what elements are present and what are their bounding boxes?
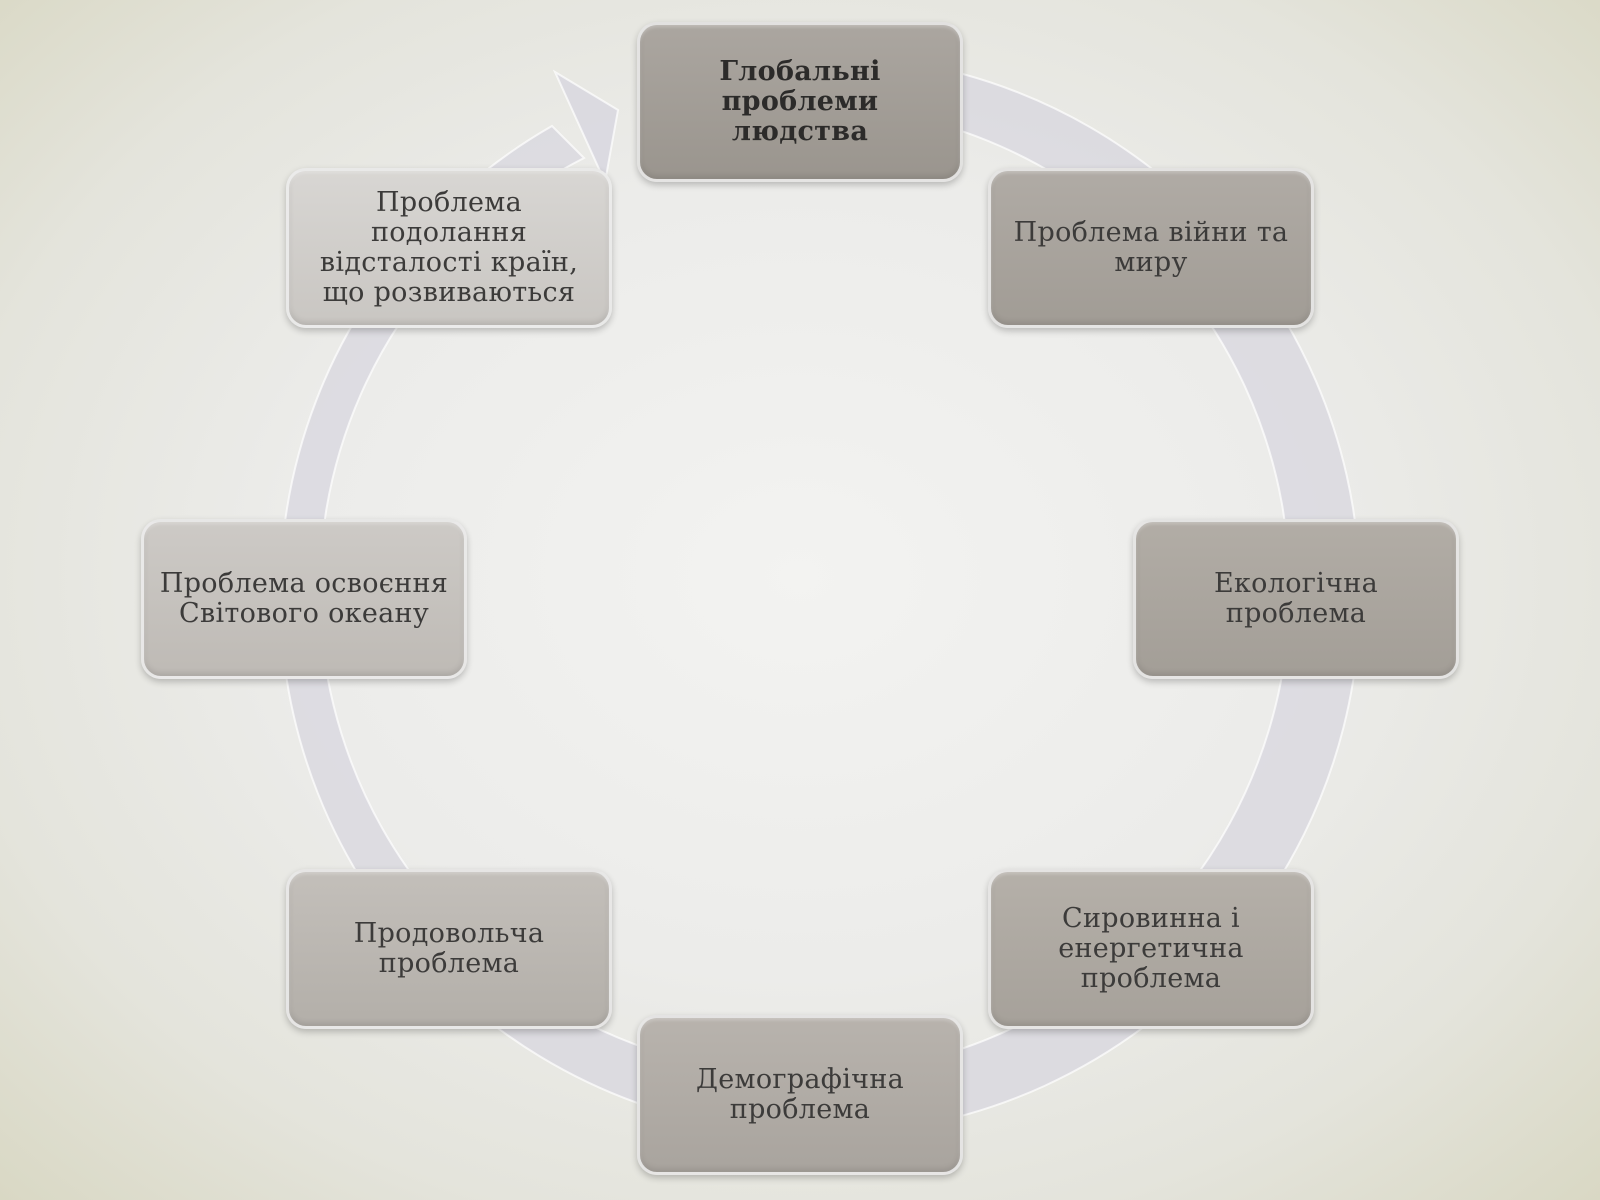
node-developing-countries: Проблема подолання відсталості країн, що… [286,168,612,328]
node-raw-materials-energy: Сировинна і енергетична проблема [988,869,1314,1029]
center-node-label: Глобальні проблеми людства [719,56,881,147]
center-node: Глобальні проблеми людства [637,22,963,182]
node-label: Продовольча проблема [353,918,545,979]
arrow-head [552,69,620,186]
node-ecological: Екологічна проблема [1133,519,1459,679]
node-label: Проблема подолання відсталості країн, що… [319,187,579,308]
node-food: Продовольча проблема [286,869,612,1029]
node-label: Проблема війни та миру [1013,217,1289,278]
node-war-and-peace: Проблема війни та миру [988,168,1314,328]
node-label: Демографічна проблема [695,1064,905,1125]
node-demographic: Демографічна проблема [637,1015,963,1175]
node-label: Сировинна і енергетична проблема [1058,903,1244,994]
node-world-ocean: Проблема освоєння Світового океану [141,519,467,679]
cycle-ring [279,60,1361,1136]
node-label: Екологічна проблема [1214,568,1378,629]
node-label: Проблема освоєння Світового океану [159,568,449,629]
